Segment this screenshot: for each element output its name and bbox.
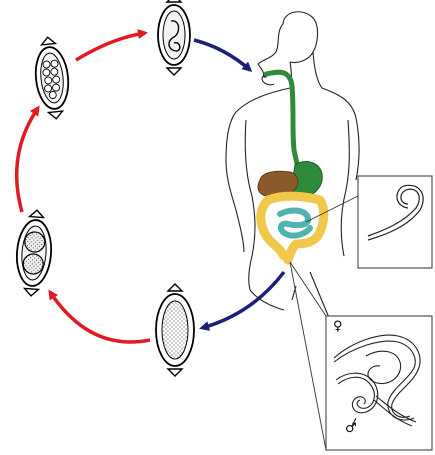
callout-line-adults-top xyxy=(289,261,327,317)
arrow-two-cell-to-advanced-cleavage xyxy=(14,105,40,213)
egg-advanced-cleavage-icon xyxy=(34,36,70,120)
female-symbol: ♀ xyxy=(333,319,343,334)
male-pointer xyxy=(351,417,357,427)
arrow-ingestion-to-host xyxy=(193,38,253,72)
large-intestine xyxy=(256,191,329,265)
human-silhouette-icon xyxy=(225,11,360,321)
small-intestine xyxy=(277,207,313,239)
egg-larvated-icon xyxy=(157,0,191,76)
callout-line-larva xyxy=(305,195,359,223)
egg-two-cell-icon xyxy=(15,209,53,297)
callout-line-adults-bottom xyxy=(289,261,327,451)
esophagus xyxy=(263,69,303,179)
worm-larva-icon xyxy=(367,184,424,241)
arrow-host-passes-eggs xyxy=(199,270,286,331)
liver xyxy=(257,170,299,198)
worm-male-icon xyxy=(335,372,417,427)
larva-detail-box xyxy=(357,175,433,269)
arrow-unembryonated-to-two-cell xyxy=(48,289,151,344)
worm-female-icon xyxy=(333,334,421,421)
male-symbol: ♂ xyxy=(345,421,357,436)
egg-unembryonated-icon xyxy=(155,283,195,377)
arrow-embryonating-to-larva xyxy=(75,29,148,62)
